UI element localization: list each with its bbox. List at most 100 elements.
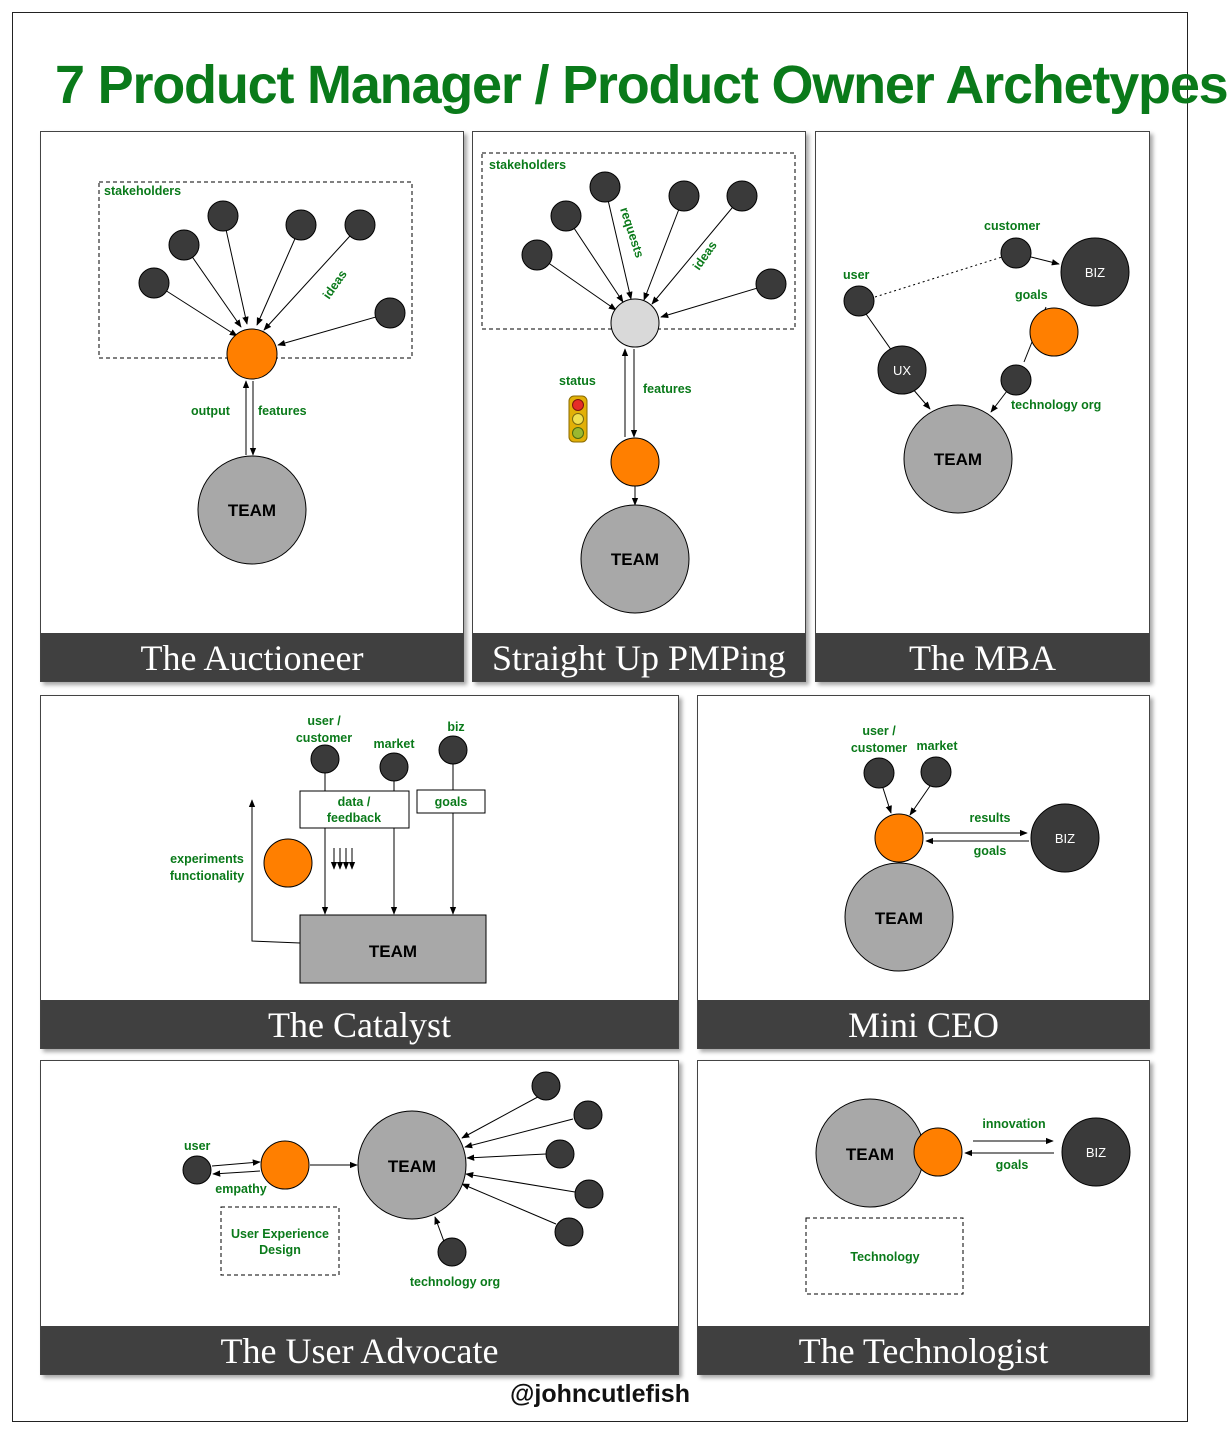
panel-technologist: TEAM innovation goals BIZ Technology The… — [697, 1060, 1150, 1375]
technology-node — [545, 1139, 575, 1169]
panel-caption: The Technologist — [698, 1326, 1149, 1374]
status-label: status — [559, 374, 596, 388]
panel-caption: Straight Up PMPing — [473, 633, 805, 681]
technology-node — [531, 1071, 561, 1101]
stakeholder-node — [668, 180, 700, 212]
team-node — [197, 455, 307, 565]
stakeholder-node — [374, 297, 406, 329]
goals-label: goals — [974, 844, 1007, 858]
intermediary-node — [610, 298, 660, 348]
requests-label: requests — [617, 206, 646, 260]
pm-node — [263, 838, 313, 888]
customer-label: customer — [984, 219, 1040, 233]
downward-arrows-icon — [330, 848, 356, 870]
panel-mba: customer user BIZ goals UX technology or… — [815, 131, 1150, 682]
output-label: output — [191, 404, 231, 418]
stakeholders-label: stakeholders — [104, 184, 181, 198]
market-node — [379, 752, 409, 782]
technology-node — [573, 1100, 603, 1130]
biz-node — [1030, 803, 1100, 873]
biz-node — [1061, 1117, 1131, 1187]
team-label: TEAM — [611, 550, 659, 569]
ux-design-box — [220, 1206, 340, 1276]
ideas-label: ideas — [320, 267, 350, 301]
panel-catalyst: user / customer market biz data / feedba… — [40, 695, 679, 1049]
market-node — [920, 756, 952, 788]
traffic-light-icon — [568, 395, 588, 443]
market-label: market — [374, 737, 416, 751]
technology-label: Technology — [850, 1250, 919, 1264]
stakeholder-node — [138, 267, 170, 299]
user-advocate-diagram: user empathy User Experience Design tech… — [182, 1071, 604, 1289]
team-label: TEAM — [934, 450, 982, 469]
ux-design-label-line2: Design — [259, 1243, 301, 1257]
ideas-label: ideas — [690, 238, 720, 272]
team-label: TEAM — [228, 501, 276, 520]
ux-label: UX — [893, 363, 911, 378]
pm-node — [610, 437, 660, 487]
panel-straight-up-pmping: stakeholders requests ideas features sta… — [472, 131, 806, 682]
user-label: user — [843, 268, 870, 282]
auctioneer-diagram: stakeholders ideas output features TEAM — [98, 181, 413, 565]
page-title: 7 Product Manager / Product Owner Archet… — [55, 55, 1227, 115]
panel-user-advocate: user empathy User Experience Design tech… — [40, 1060, 679, 1375]
technology-node — [574, 1179, 604, 1209]
results-label: results — [970, 811, 1011, 825]
features-label: features — [258, 404, 307, 418]
pm-node — [1029, 307, 1079, 357]
goals-box — [416, 789, 486, 814]
features-label: features — [643, 382, 692, 396]
technologist-diagram: TEAM innovation goals BIZ Technology — [805, 1098, 1131, 1295]
data-feedback-box — [299, 790, 410, 829]
biz-label: biz — [447, 720, 464, 734]
stakeholder-node — [344, 209, 376, 241]
stakeholder-node — [521, 239, 553, 271]
team-box — [299, 914, 487, 984]
panel-auctioneer: stakeholders ideas output features TEAM … — [40, 131, 464, 682]
panel-mini-ceo: user / customer market TEAM results goal… — [697, 695, 1150, 1049]
panel-caption: The Auctioneer — [41, 633, 463, 681]
biz-label: BIZ — [1086, 1145, 1106, 1160]
functionality-label: functionality — [170, 869, 244, 883]
stakeholder-node — [550, 200, 582, 232]
technology-org-label: technology org — [410, 1275, 500, 1289]
team-label: TEAM — [388, 1157, 436, 1176]
user-customer-label-line2: customer — [296, 731, 352, 745]
team-label: TEAM — [369, 942, 417, 961]
pm-node — [874, 813, 924, 863]
user-customer-node — [863, 757, 895, 789]
stakeholder-node — [207, 200, 239, 232]
author-handle: @johncutlefish — [510, 1380, 690, 1408]
straight-up-diagram: stakeholders requests ideas features sta… — [481, 152, 796, 614]
team-node — [580, 504, 690, 614]
technology-node — [554, 1217, 584, 1247]
biz-label: BIZ — [1085, 265, 1105, 280]
biz-node — [438, 735, 468, 765]
pm-node — [913, 1127, 963, 1177]
panel-caption: The MBA — [816, 633, 1149, 681]
stakeholder-node — [168, 229, 200, 261]
team-node — [903, 404, 1013, 514]
panel-caption: Mini CEO — [698, 1000, 1149, 1048]
user-node — [843, 285, 875, 317]
ux-design-label-line1: User Experience — [231, 1227, 329, 1241]
user-customer-node — [310, 744, 340, 774]
goals-label: goals — [1015, 288, 1048, 302]
biz-node — [1060, 237, 1130, 307]
user-node — [182, 1155, 212, 1185]
experiments-label: experiments — [170, 852, 244, 866]
innovation-label: innovation — [982, 1117, 1045, 1131]
stakeholder-node — [285, 209, 317, 241]
pm-node — [260, 1140, 310, 1190]
market-label: market — [917, 739, 959, 753]
biz-label: BIZ — [1055, 831, 1075, 846]
team-label: TEAM — [846, 1145, 894, 1164]
empathy-label: empathy — [215, 1182, 266, 1196]
technology-org-node — [1000, 364, 1032, 396]
panel-caption: The Catalyst — [41, 1000, 678, 1048]
user-customer-label-line2: customer — [851, 741, 907, 755]
team-node — [357, 1110, 467, 1220]
technology-box — [805, 1217, 964, 1295]
pm-node — [226, 328, 278, 380]
panel-caption: The User Advocate — [41, 1326, 678, 1374]
